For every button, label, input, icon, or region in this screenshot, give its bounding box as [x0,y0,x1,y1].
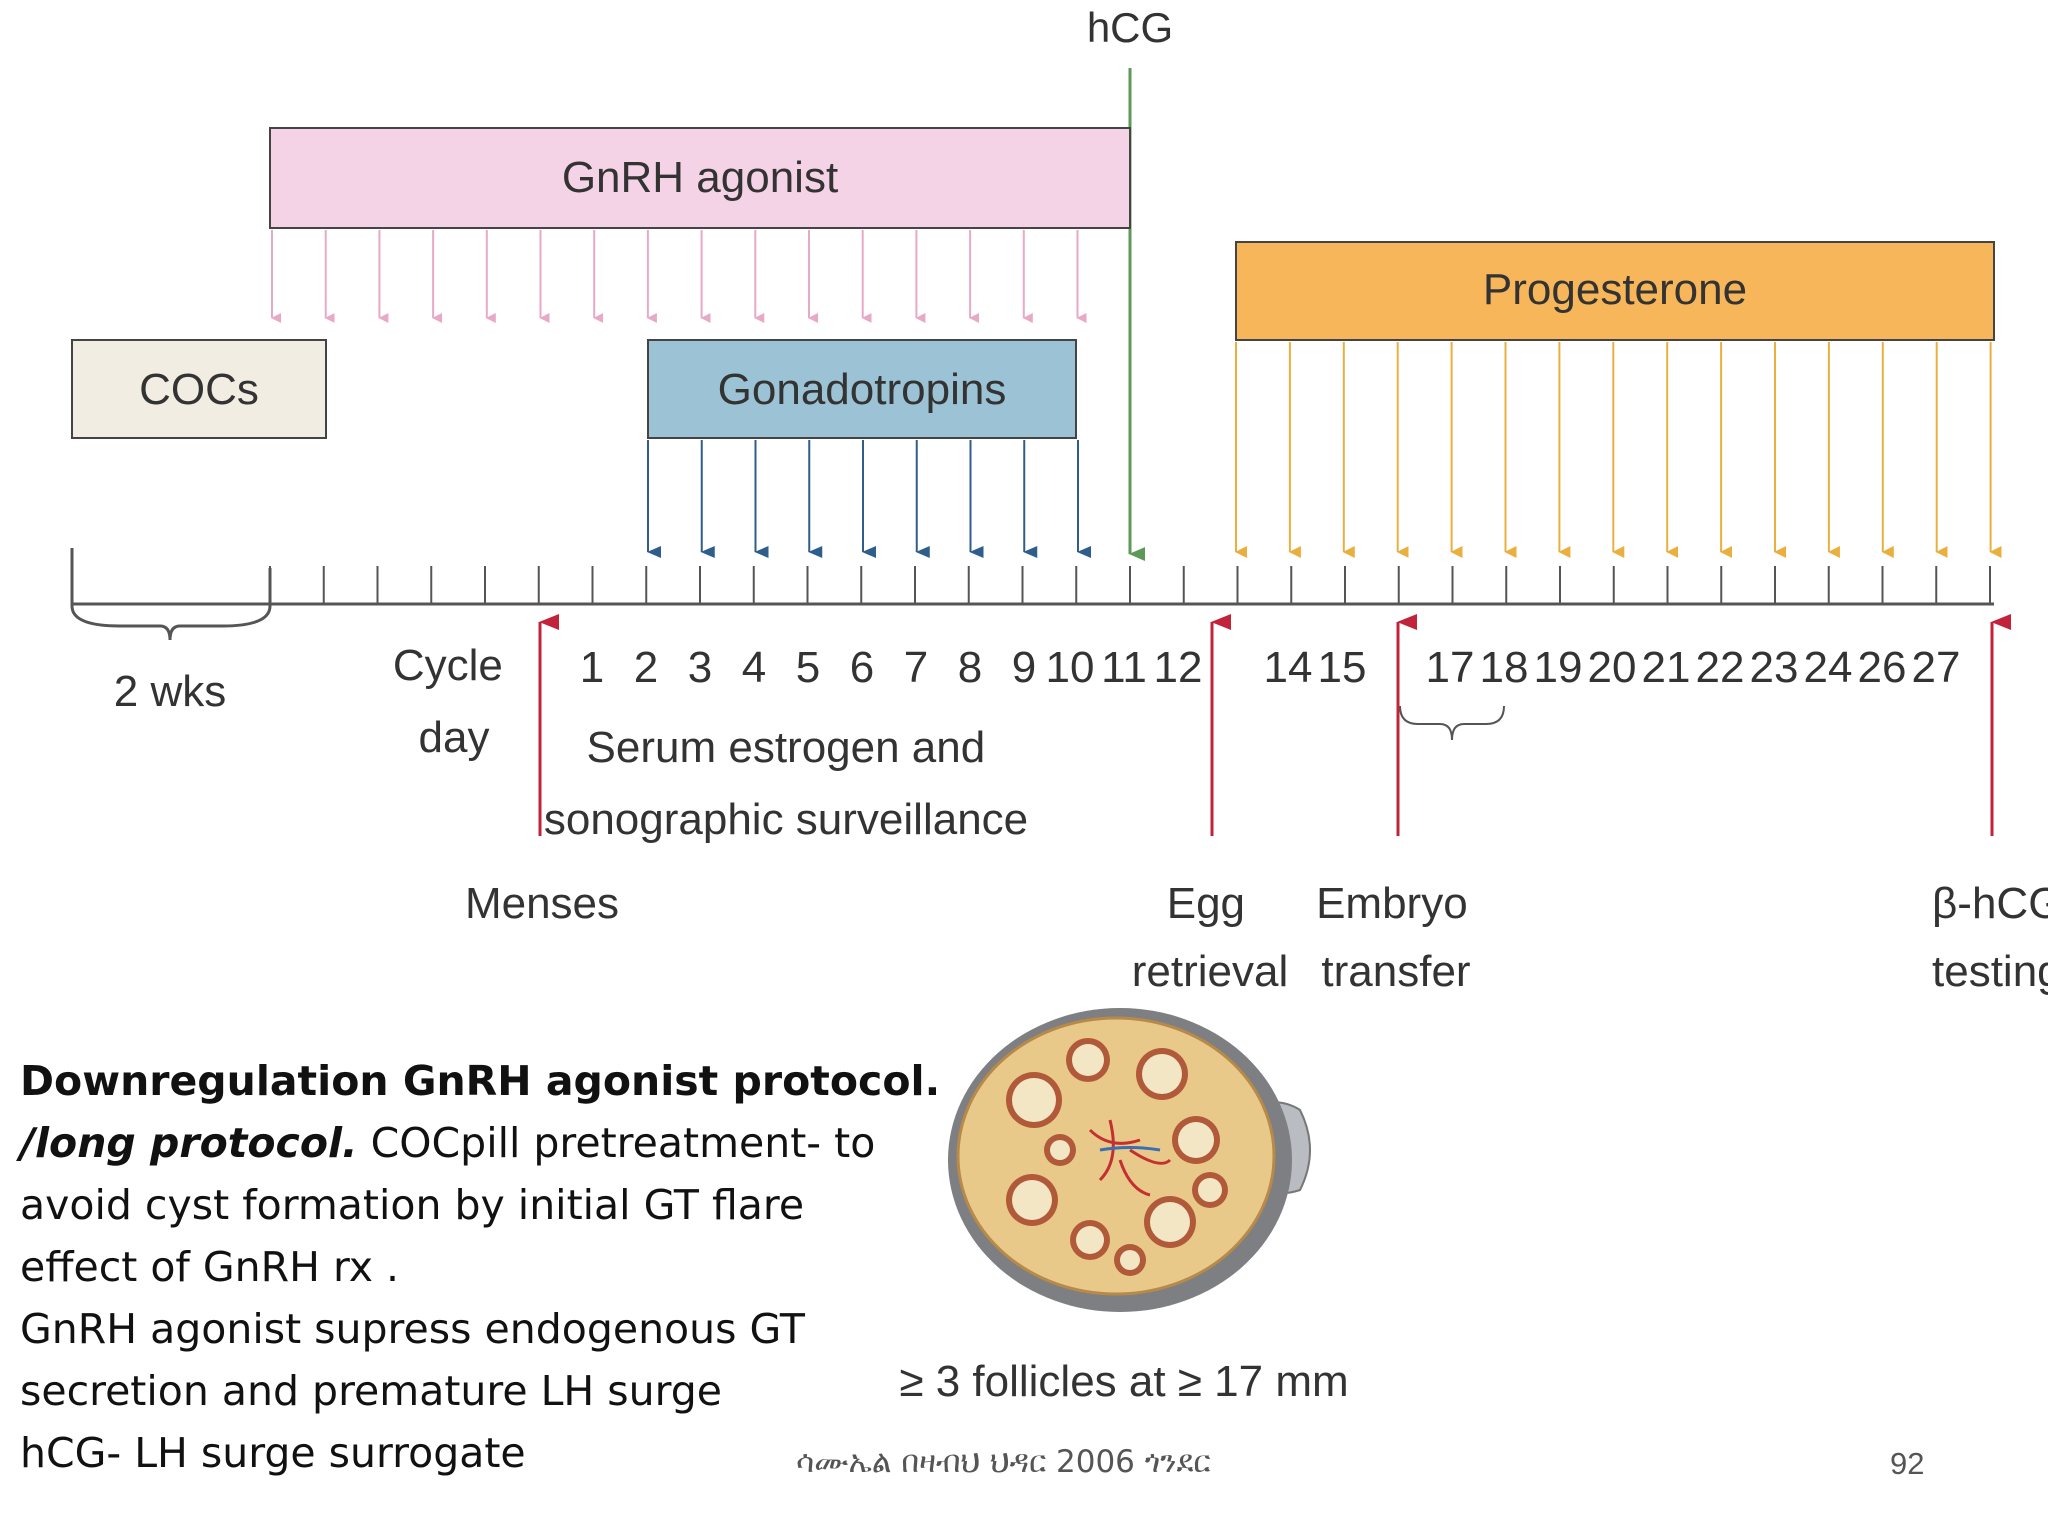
embryo-transfer-line-1: Embryo [1316,879,1468,928]
protocol-description: Downregulation GnRH agonist protocol. /l… [20,1050,940,1484]
gnrh-dose-arrows [271,230,1087,323]
description-line-4: effect of GnRH rx . [20,1243,400,1291]
cycle-day-number: 5 [796,643,820,692]
follicle [1150,1202,1190,1242]
gonadotropin-dose-arrows [647,440,1091,558]
description-line-6: secretion and premature LH surge [20,1367,723,1415]
surveillance-label: Serum estrogen and sonographic surveilla… [544,723,1028,844]
cycle-day-number: 11 [1101,643,1147,692]
cycle-day-number: 17 [1426,643,1475,692]
progesterone-label: Progesterone [1483,265,1747,314]
description-line-7: hCG- LH surge surrogate [20,1429,526,1477]
menses-line-1: Menses [465,879,619,928]
follicle [1012,1078,1056,1122]
timeline-ticks [269,566,1991,604]
cycle-day-number: 18 [1480,643,1529,692]
two-weeks-label: 2 wks [114,667,226,716]
gonadotropins-label: Gonadotropins [718,365,1007,414]
bhcg-testing-label: β-hCG testing [1932,879,2048,996]
menses-label: Menses [465,879,619,928]
cycle-day-number: 7 [904,643,928,692]
follicle-caption: ≥ 3 follicles at ≥ 17 mm [899,1357,1348,1406]
progesterone-bar [1235,241,1995,341]
progesterone-dose-arrows [1235,342,2002,558]
description-line-2: /long protocol. COCpill pretreatment- to [20,1112,900,1174]
follicle [1142,1054,1182,1094]
slide-footer: ሳሙኤል በዛብህ ህዳር 2006 ጎንደር [796,1444,1211,1480]
cycle-day-number: 23 [1750,643,1799,692]
bhcg-testing-line-1: β-hCG [1932,879,2048,928]
gnrh-agonist-bar [269,127,1131,229]
egg-retrieval-line-2: retrieval [1132,947,1289,996]
cycle-day-number: 21 [1642,643,1691,692]
description-line-3: avoid cyst formation by initial GT flare [20,1181,805,1229]
transfer-window-brace [1399,705,1505,741]
cycle-day-number: 15 [1318,643,1367,692]
cycle-day-label: Cycle day [393,641,515,762]
follicles [1006,1038,1228,1276]
long-protocol-label: /long protocol. [20,1119,358,1167]
cycle-day-number: 27 [1912,643,1961,692]
follicle [1178,1122,1214,1158]
cycle-day-line-1: Cycle [393,641,503,690]
cycle-day-number: 3 [688,643,712,692]
cycle-day-number: 9 [1012,643,1036,692]
cycle-day-number: 24 [1804,643,1853,692]
cycle-day-number: 22 [1696,643,1745,692]
cycle-day-number: 10 [1046,643,1095,692]
follicle [1050,1140,1070,1160]
cycle-day-number: 4 [742,643,766,692]
embryo-transfer-label: Embryo transfer [1316,879,1480,996]
cocs-label: COCs [139,365,259,414]
description-line-5: GnRH agonist supress endogenous GT [20,1305,805,1353]
bhcg-testing-line-2: testing [1932,947,2048,996]
two-weeks-brace [70,548,272,641]
cycle-day-number: 8 [958,643,982,692]
cycle-day-number: 6 [850,643,874,692]
description-line-2-rest: COCpill pretreatment- to [357,1119,876,1167]
cycle-day-number: 19 [1534,643,1583,692]
follicle [1198,1178,1222,1202]
egg-retrieval-label: Egg retrieval [1132,879,1289,996]
cycle-day-number: 1 [580,643,604,692]
surveillance-line-2: sonographic surveillance [544,795,1028,844]
cycle-day-number: 26 [1858,643,1907,692]
cycle-day-number: 20 [1588,643,1637,692]
follicle [1072,1044,1104,1076]
hcg-label: hCG [1087,4,1173,51]
egg-retrieval-line-1: Egg [1167,879,1245,928]
cycle-day-number: 14 [1264,643,1313,692]
follicle [1076,1226,1104,1254]
embryo-transfer-line-2: transfer [1321,947,1470,996]
cycle-day-number: 2 [634,643,658,692]
gonadotropins-bar [647,339,1077,439]
cycle-day-line-2: day [419,713,490,762]
ovary-illustration [948,1008,1311,1312]
cocs-box [71,339,327,439]
gnrh-agonist-label: GnRH agonist [562,153,838,202]
follicle [1120,1250,1140,1270]
description-line-1: Downregulation GnRH agonist protocol. [20,1050,940,1112]
cycle-day-number: 12 [1154,643,1203,692]
protocol-title: Downregulation GnRH agonist protocol. [20,1057,941,1105]
follicle [1012,1180,1052,1220]
page-number: 92 [1890,1446,1925,1481]
surveillance-line-1: Serum estrogen and [587,723,986,772]
